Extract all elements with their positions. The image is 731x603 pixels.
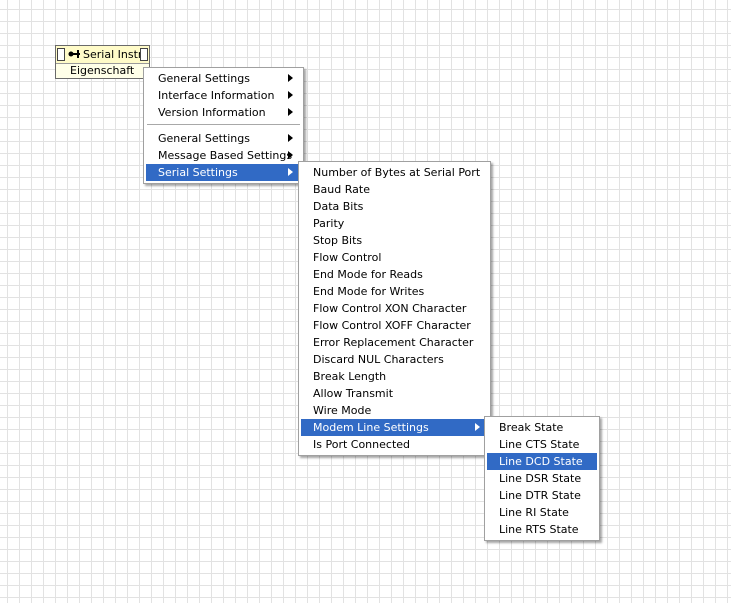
- menu-item-flow-control[interactable]: Flow Control: [301, 249, 488, 266]
- menu-item-label: Is Port Connected: [313, 438, 411, 451]
- submenu-arrow-icon: [288, 108, 293, 116]
- menu-item-label: Discard NUL Characters: [313, 353, 444, 366]
- submenu-arrow-icon: [475, 423, 480, 431]
- property-label[interactable]: Eigenschaft: [70, 64, 135, 77]
- submenu-arrow-icon: [288, 134, 293, 142]
- menu-item-label: Line CTS State: [499, 438, 580, 451]
- menu-item-label: Stop Bits: [313, 234, 363, 247]
- menu-item-allow-transmit[interactable]: Allow Transmit: [301, 385, 488, 402]
- menu-item-version-information[interactable]: Version Information: [146, 104, 301, 121]
- submenu-arrow-icon: [288, 91, 293, 99]
- menu-item-error-replacement-character[interactable]: Error Replacement Character: [301, 334, 488, 351]
- menu-item-line-dcd-state[interactable]: Line DCD State: [487, 453, 597, 470]
- menu-item-flow-control-xon-character[interactable]: Flow Control XON Character: [301, 300, 488, 317]
- submenu-arrow-icon: [288, 74, 293, 82]
- menu-item-label: End Mode for Reads: [313, 268, 423, 281]
- menu-item-line-ri-state[interactable]: Line RI State: [487, 504, 597, 521]
- menu-item-is-port-connected[interactable]: Is Port Connected: [301, 436, 488, 453]
- menu-item-label: Line RI State: [499, 506, 569, 519]
- menu-item-number-of-bytes-at-serial-port[interactable]: Number of Bytes at Serial Port: [301, 164, 488, 181]
- menu-item-label: Version Information: [158, 106, 266, 119]
- menu-item-label: General Settings: [158, 72, 250, 85]
- menu-item-break-length[interactable]: Break Length: [301, 368, 488, 385]
- menu-item-label: Serial Settings: [158, 166, 238, 179]
- submenu-arrow-icon: [288, 151, 293, 159]
- menu-item-label: Number of Bytes at Serial Port: [313, 166, 481, 179]
- menu-item-stop-bits[interactable]: Stop Bits: [301, 232, 488, 249]
- menu-item-label: Flow Control XOFF Character: [313, 319, 471, 332]
- serial-connector-icon: [68, 50, 80, 58]
- menu-item-general-settings[interactable]: General Settings: [146, 130, 301, 147]
- menu-item-label: Line DTR State: [499, 489, 581, 502]
- menu-item-label: Line DCD State: [499, 455, 583, 468]
- menu-item-line-dtr-state[interactable]: Line DTR State: [487, 487, 597, 504]
- menu-item-end-mode-for-writes[interactable]: End Mode for Writes: [301, 283, 488, 300]
- menu-item-general-settings[interactable]: General Settings: [146, 70, 301, 87]
- menu-item-message-based-settings[interactable]: Message Based Settings: [146, 147, 301, 164]
- menu-item-label: Break State: [499, 421, 564, 434]
- menu-item-label: Data Bits: [313, 200, 364, 213]
- menu-item-label: Break Length: [313, 370, 387, 383]
- menu-item-end-mode-for-reads[interactable]: End Mode for Reads: [301, 266, 488, 283]
- menu-item-label: Line RTS State: [499, 523, 579, 536]
- menu-item-label: Flow Control XON Character: [313, 302, 467, 315]
- menu-item-label: Modem Line Settings: [313, 421, 429, 434]
- menu-item-label: Line DSR State: [499, 472, 582, 485]
- menu-item-label: Message Based Settings: [158, 149, 293, 162]
- menu-item-baud-rate[interactable]: Baud Rate: [301, 181, 488, 198]
- menu-item-label: Allow Transmit: [313, 387, 394, 400]
- menu-item-line-dsr-state[interactable]: Line DSR State: [487, 470, 597, 487]
- menu-item-data-bits[interactable]: Data Bits: [301, 198, 488, 215]
- property-node-header: Serial Instr: [56, 46, 149, 64]
- menu-item-interface-information[interactable]: Interface Information: [146, 87, 301, 104]
- node-title: Serial Instr: [83, 48, 143, 61]
- menu-separator: [147, 124, 300, 125]
- menu-item-flow-control-xoff-character[interactable]: Flow Control XOFF Character: [301, 317, 488, 334]
- reference-out-terminal-icon[interactable]: [140, 48, 148, 61]
- property-node[interactable]: Serial Instr Eigenschaft: [55, 45, 150, 79]
- menu-item-label: End Mode for Writes: [313, 285, 425, 298]
- menu-item-modem-line-settings[interactable]: Modem Line Settings: [301, 419, 488, 436]
- menu-item-label: Interface Information: [158, 89, 275, 102]
- menu-item-label: General Settings: [158, 132, 250, 145]
- menu-item-discard-nul-characters[interactable]: Discard NUL Characters: [301, 351, 488, 368]
- menu-item-wire-mode[interactable]: Wire Mode: [301, 402, 488, 419]
- menu-item-break-state[interactable]: Break State: [487, 419, 597, 436]
- menu-item-label: Error Replacement Character: [313, 336, 474, 349]
- menu-item-serial-settings[interactable]: Serial Settings: [146, 164, 301, 181]
- reference-in-terminal-icon[interactable]: [57, 48, 65, 61]
- submenu-arrow-icon: [288, 168, 293, 176]
- menu-item-parity[interactable]: Parity: [301, 215, 488, 232]
- menu-item-label: Parity: [313, 217, 345, 230]
- menu-item-label: Flow Control: [313, 251, 382, 264]
- menu-item-label: Baud Rate: [313, 183, 370, 196]
- menu-item-label: Wire Mode: [313, 404, 372, 417]
- menu-item-line-rts-state[interactable]: Line RTS State: [487, 521, 597, 538]
- menu-item-line-cts-state[interactable]: Line CTS State: [487, 436, 597, 453]
